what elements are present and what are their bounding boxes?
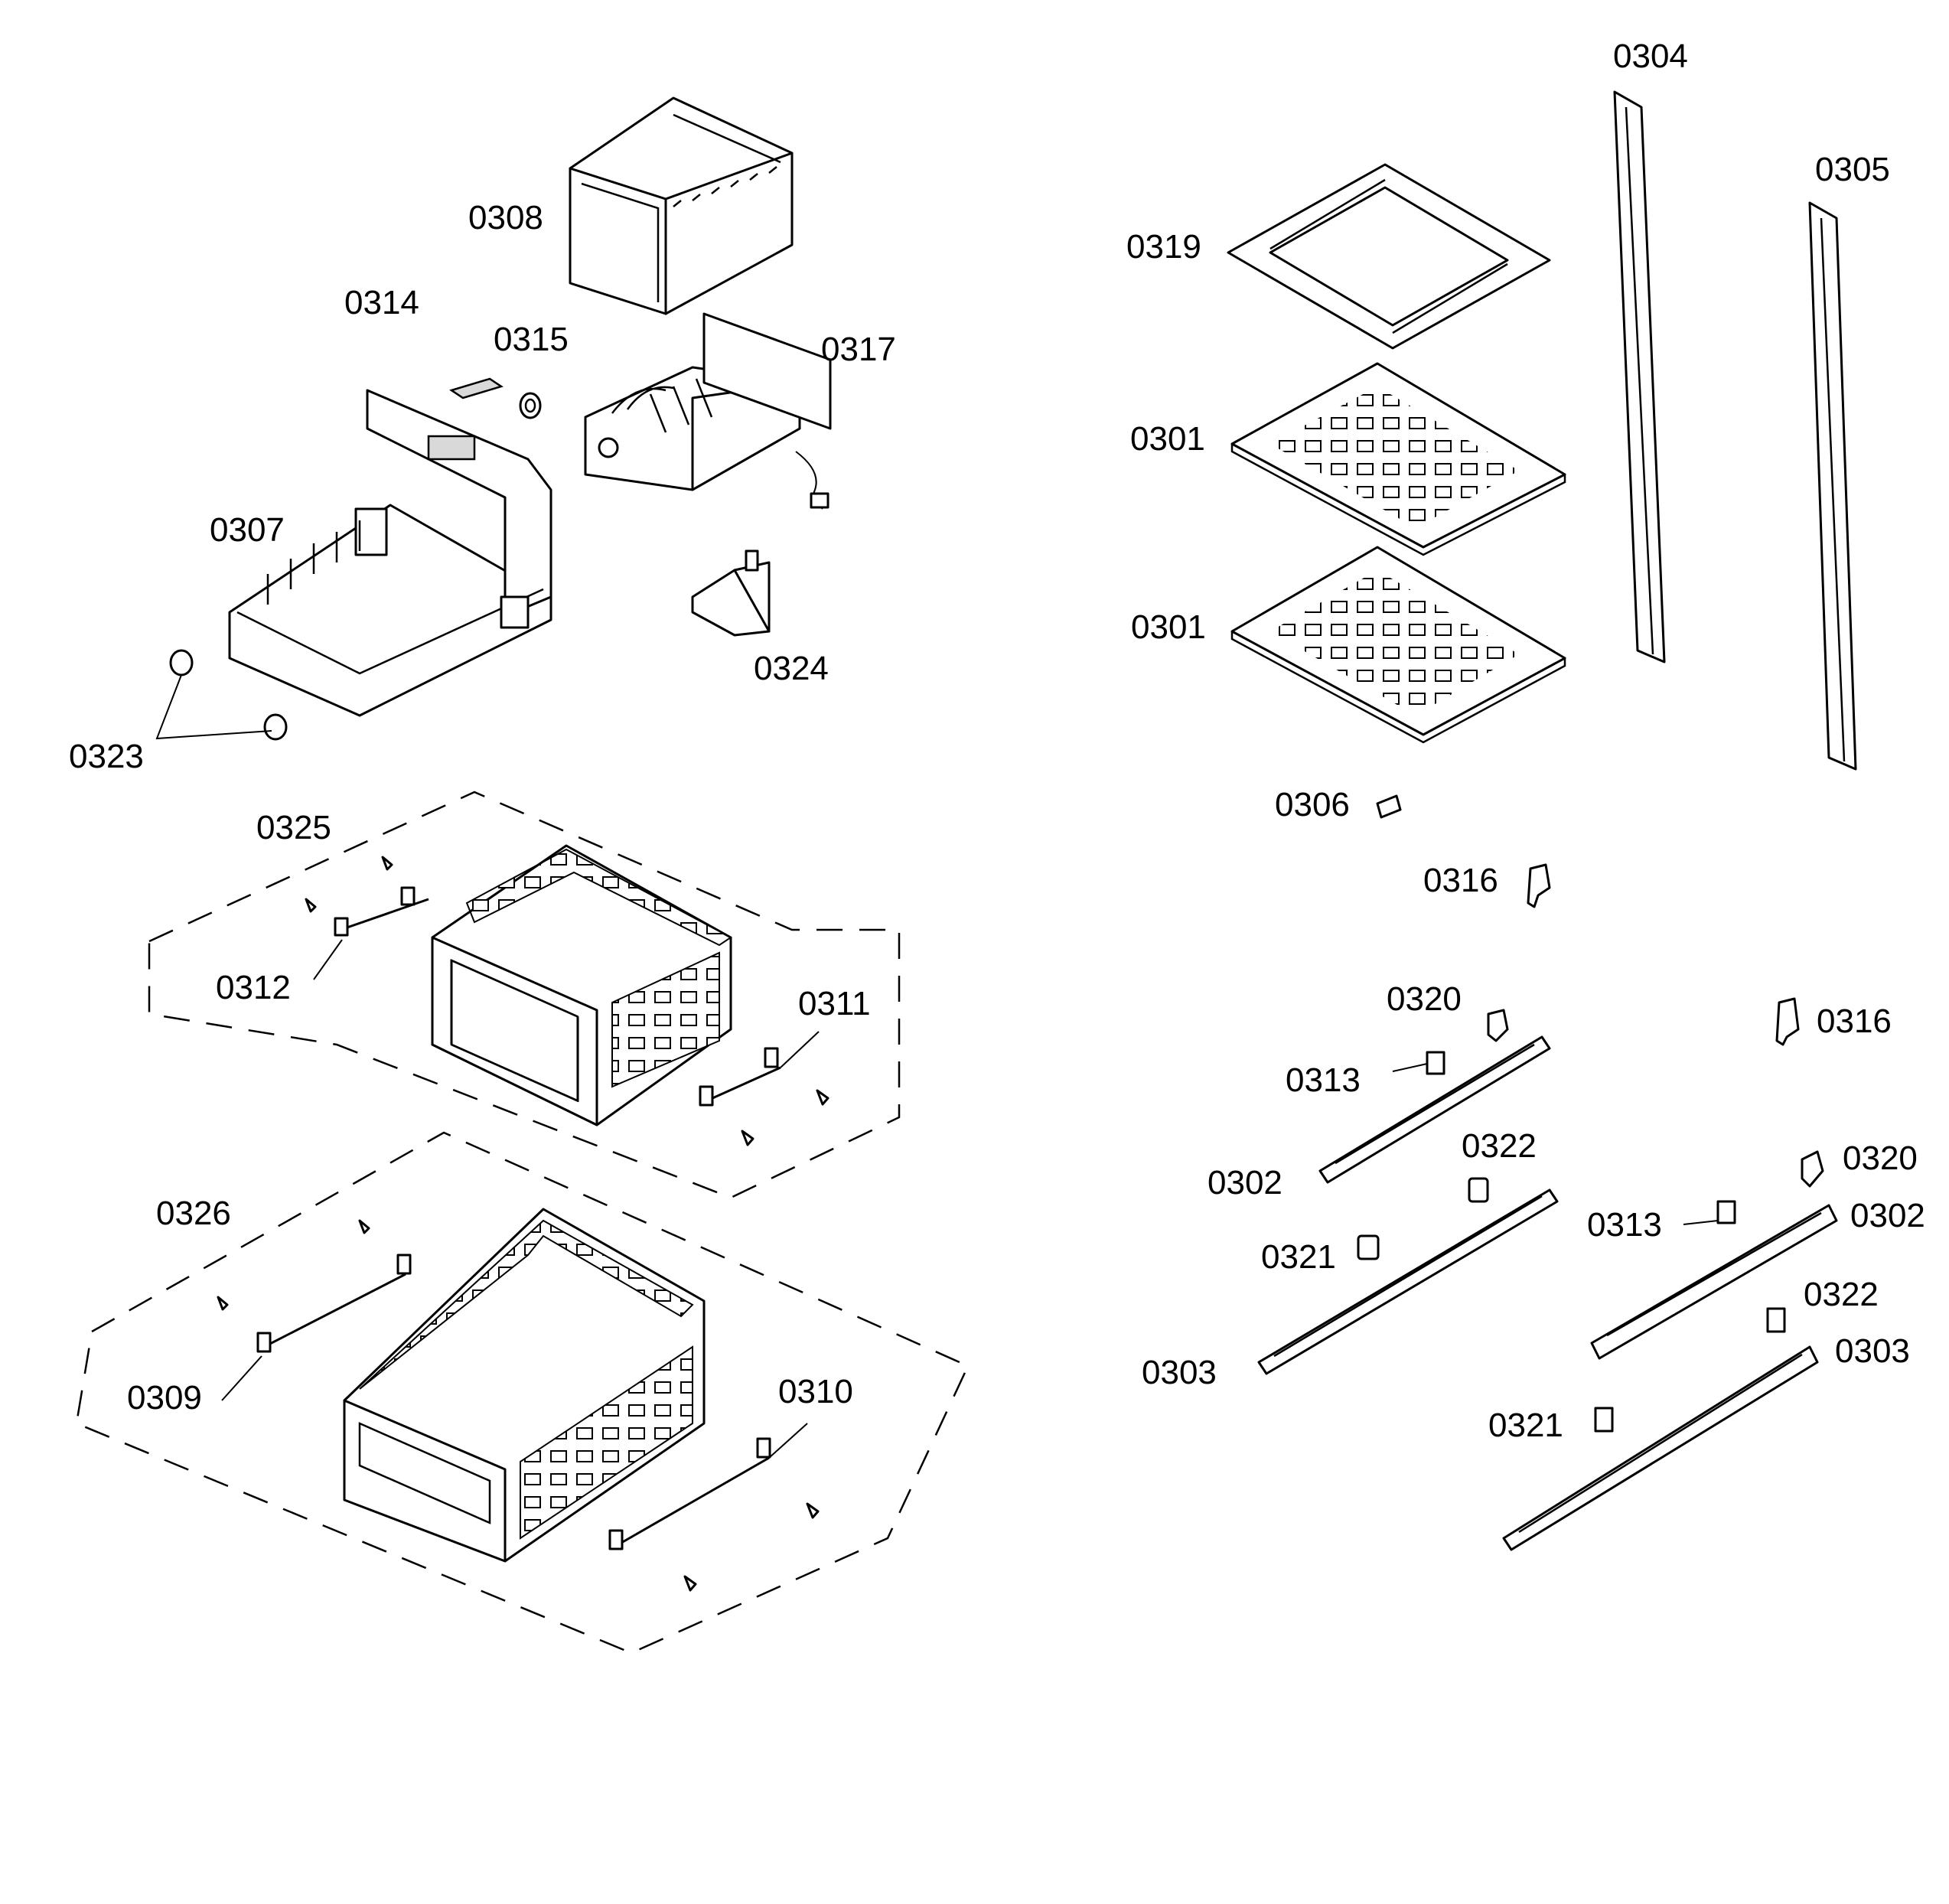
group-0326-outline (75, 1131, 970, 1655)
part-0306-clip (1376, 794, 1402, 819)
part-0315-clip (519, 392, 542, 419)
part-0324-bracket (691, 549, 771, 637)
label-0313-b: 0313 (1587, 1206, 1662, 1244)
label-0312: 0312 (216, 969, 291, 1006)
label-0310: 0310 (778, 1373, 853, 1410)
part-0317-ice-maker (584, 312, 832, 510)
part-0301-shelf-b (1230, 546, 1566, 744)
part-0321-clip-a (1357, 1234, 1380, 1260)
label-0321-a: 0321 (1261, 1238, 1336, 1276)
part-0308-housing (569, 96, 794, 315)
part-0303-slide-b (1502, 1345, 1819, 1551)
part-0302-slide-b (1590, 1204, 1838, 1360)
part-0322-clip-b (1766, 1307, 1786, 1333)
part-0311-rail (699, 1031, 829, 1146)
label-0322-b: 0322 (1804, 1276, 1879, 1313)
part-0301-shelf-a (1230, 362, 1566, 556)
label-0320-a: 0320 (1387, 980, 1462, 1018)
label-0326: 0326 (156, 1195, 231, 1232)
part-0314-strip (449, 377, 504, 399)
label-0301-b: 0301 (1131, 608, 1206, 646)
label-0316-a: 0316 (1423, 862, 1498, 899)
label-0316-b: 0316 (1817, 1003, 1892, 1040)
label-0320-b: 0320 (1843, 1139, 1918, 1177)
label-0319: 0319 (1126, 228, 1201, 266)
label-0322-a: 0322 (1462, 1127, 1537, 1165)
label-0302-b: 0302 (1850, 1197, 1925, 1234)
part-0313-clip-a (1392, 1051, 1445, 1075)
label-0308: 0308 (468, 199, 543, 236)
label-0323: 0323 (69, 738, 144, 775)
part-0307-frame (228, 389, 552, 717)
group-0325-outline (148, 791, 901, 1199)
label-0303-a: 0303 (1142, 1354, 1217, 1391)
part-0323-knobs (155, 649, 288, 741)
label-0309: 0309 (127, 1379, 202, 1417)
part-0302-slide-a (1318, 1035, 1551, 1184)
label-0303-b: 0303 (1835, 1332, 1910, 1370)
part-0303-slide-a (1257, 1188, 1559, 1375)
part-0320-clip-a (1487, 1009, 1509, 1042)
part-0319-shelf-frame (1227, 163, 1551, 350)
label-0311: 0311 (798, 985, 871, 1022)
label-0314: 0314 (344, 284, 419, 321)
part-0310-rail (608, 1423, 820, 1592)
label-0317: 0317 (821, 331, 896, 368)
label-0325: 0325 (256, 809, 331, 846)
part-0304-vertical-rail (1613, 90, 1666, 663)
label-0302-a: 0302 (1208, 1164, 1282, 1201)
label-0307: 0307 (210, 511, 285, 549)
part-0322-clip-a (1468, 1177, 1489, 1203)
part-0321-clip-b (1594, 1407, 1614, 1433)
part-0312-rail (305, 856, 429, 980)
part-0309-rail (217, 1219, 412, 1401)
part-0305-vertical-rail (1808, 201, 1857, 771)
label-0313-a: 0313 (1286, 1061, 1361, 1099)
part-0316-bracket-a (1527, 863, 1551, 908)
label-0315: 0315 (494, 321, 569, 358)
label-0321-b: 0321 (1488, 1407, 1563, 1444)
label-0304: 0304 (1613, 37, 1688, 75)
part-0320-clip-b (1801, 1150, 1824, 1188)
label-0324: 0324 (754, 650, 829, 687)
part-0325-drawer (431, 844, 732, 1126)
label-0305: 0305 (1815, 151, 1890, 188)
part-0313-clip-b (1683, 1200, 1736, 1225)
part-0316-bracket-b (1775, 997, 1800, 1046)
label-0306: 0306 (1275, 786, 1350, 823)
part-0326-drawer (343, 1208, 706, 1563)
label-0301-a: 0301 (1130, 420, 1205, 458)
